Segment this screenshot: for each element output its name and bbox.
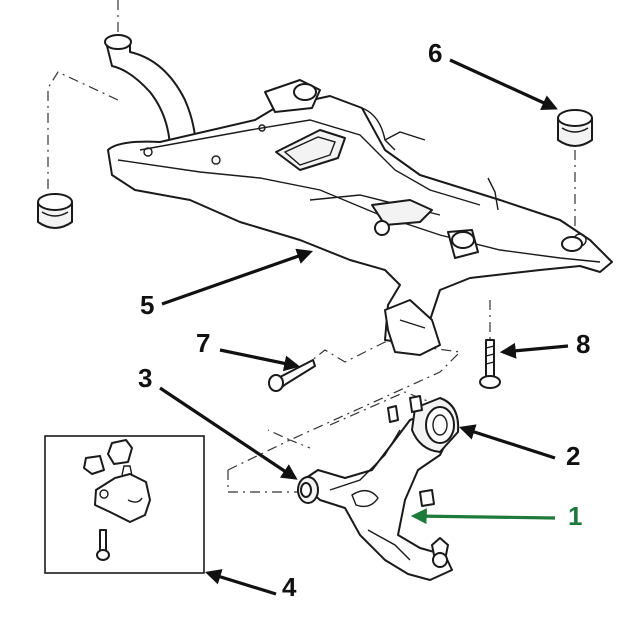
arrow-5 (161, 248, 314, 306)
callout-labels: 1 2 3 4 5 6 7 8 (138, 38, 590, 602)
left-rear-bushing (37, 193, 73, 229)
arrow-8 (499, 342, 569, 359)
callout-6: 6 (428, 38, 442, 68)
ball-joint-inset (44, 435, 205, 574)
subframe-crossmember (104, 34, 613, 356)
callout-8: 8 (576, 329, 590, 359)
rear-mount-bushing (557, 109, 593, 147)
vertical-bolt (479, 339, 501, 389)
arrow-1 (410, 508, 556, 525)
arrow-4 (204, 569, 277, 596)
callout-5: 5 (140, 290, 154, 320)
callout-arrows (159, 58, 569, 596)
callout-3: 3 (138, 363, 152, 393)
lower-control-arm (297, 395, 460, 581)
callout-2: 2 (566, 441, 580, 471)
arrow-3 (159, 386, 298, 480)
callout-4: 4 (282, 572, 297, 602)
arrow-2 (458, 424, 556, 460)
subframe-bolt (268, 359, 316, 392)
arrow-7 (219, 348, 301, 372)
arrow-6 (449, 58, 558, 110)
callout-7: 7 (196, 328, 210, 358)
callout-1: 1 (568, 501, 582, 531)
